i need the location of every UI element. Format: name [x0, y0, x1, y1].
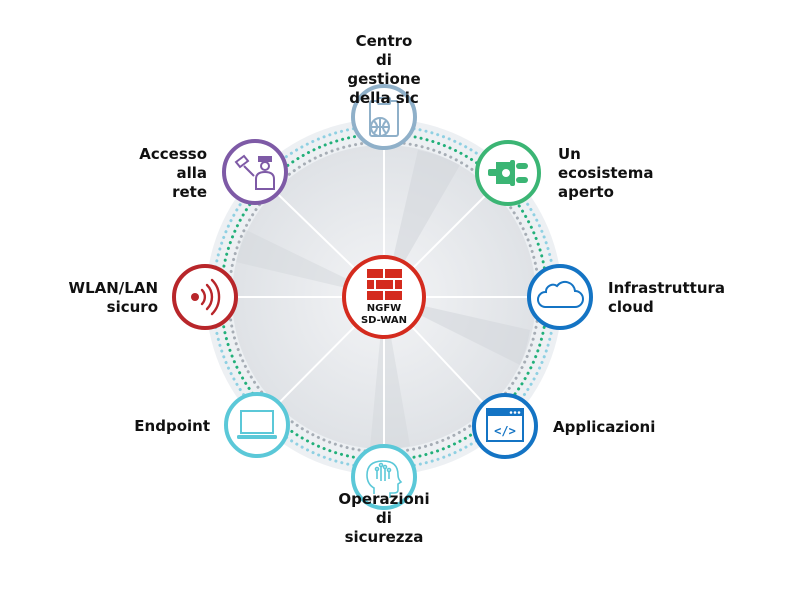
node-endpoint[interactable] — [224, 392, 290, 458]
hub-node[interactable]: NGFW SD-WAN — [342, 255, 426, 339]
node-access[interactable] — [222, 139, 288, 205]
node-secops[interactable] — [351, 444, 417, 510]
node-ecosystem[interactable] — [475, 140, 541, 206]
shade-wedge-3 — [370, 297, 410, 449]
label-management: Centro di gestione della sic — [347, 32, 421, 107]
laptop-icon — [237, 410, 277, 439]
label-secops: Operazioni di sicurezza — [338, 490, 430, 546]
svg-text:</>: </> — [494, 424, 516, 438]
node-wlan[interactable] — [172, 264, 238, 330]
hub-label-sdwan: SD-WAN — [361, 315, 407, 326]
label-wlan: WLAN/LAN sicuro — [68, 279, 158, 316]
node-apps[interactable]: </> — [472, 393, 538, 459]
hub-label-ngfw: NGFW — [367, 303, 401, 314]
code-window-icon: </> — [486, 408, 524, 442]
label-access: Accesso alla rete — [139, 145, 207, 201]
clipboard-globe-icon — [369, 97, 399, 137]
node-cloud[interactable] — [527, 264, 593, 330]
wireless-icon — [191, 278, 221, 316]
label-ecosystem: Un ecosistema aperto — [558, 145, 654, 201]
ai-head-icon — [366, 460, 403, 498]
firewall-icon — [367, 269, 402, 300]
label-endpoint: Endpoint — [134, 417, 210, 435]
cloud-icon — [537, 280, 584, 308]
label-cloud: Infrastruttura cloud — [608, 279, 726, 316]
label-apps: Applicazioni — [553, 418, 656, 436]
user-access-icon — [234, 154, 275, 190]
plug-icon — [488, 160, 528, 186]
node-management[interactable] — [351, 84, 417, 150]
